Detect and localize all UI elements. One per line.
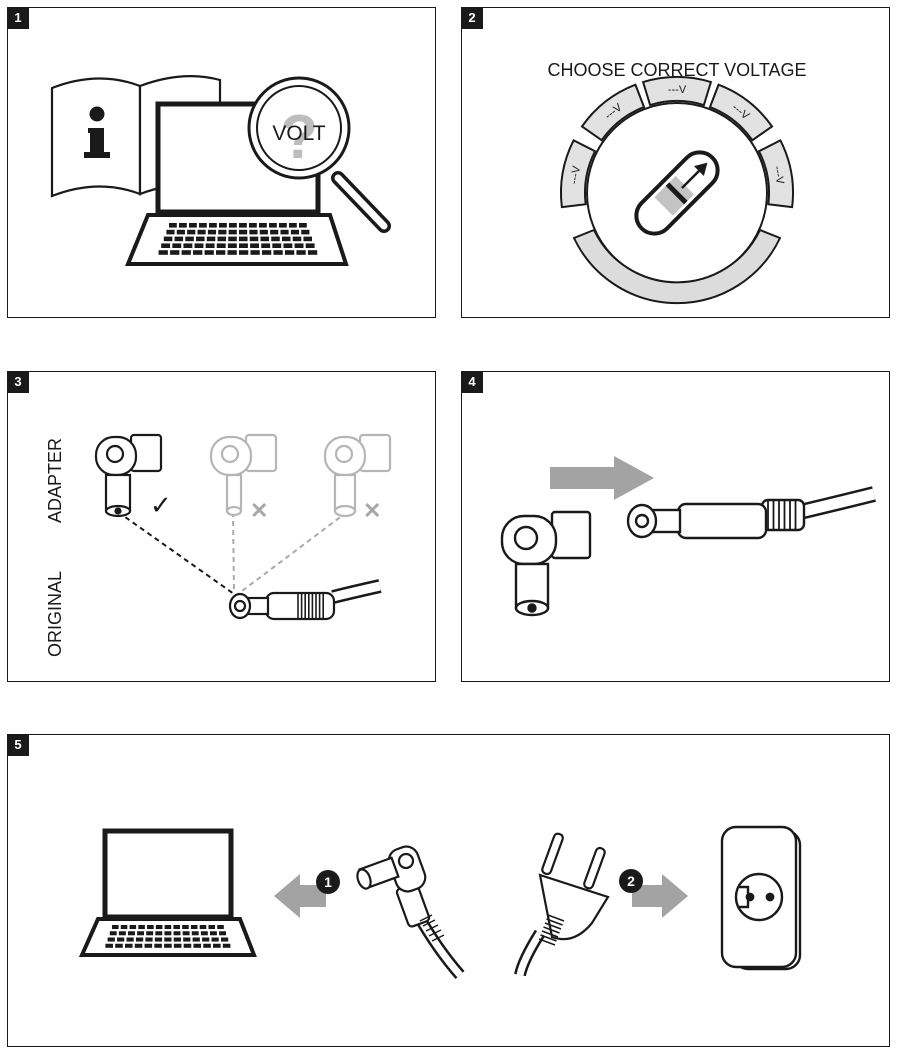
step-3-illustration: ADAPTER ORIGINAL ✓ [45,433,392,657]
step-marker-1 [316,870,340,894]
step-number: 4 [461,371,483,393]
voltage-segment[interactable] [708,83,774,142]
voltage-segment-label: ---V [568,164,583,185]
voltage-title: CHOOSE CORRECT VOLTAGE [547,60,806,80]
svg-text:2: 2 [627,873,635,889]
step-4-illustration [500,456,876,617]
step-marker-2 [619,869,643,893]
info-dot [89,106,105,122]
svg-text:1: 1 [324,874,332,890]
voltage-segment[interactable] [757,138,794,209]
step-4-panel: 4 [461,371,890,682]
step-number: 5 [7,734,29,756]
info-stem [90,128,104,158]
adapter-label: ADAPTER [45,438,65,523]
angled-adapter-icon [356,845,465,979]
cable-plug-icon [626,486,876,540]
arrow-left-icon [274,874,326,918]
insert-arrow-icon [550,456,654,500]
original-label: ORIGINAL [45,571,65,657]
voltage-segment-label: ---V [668,84,687,96]
adapter-tip-correct [94,433,163,518]
voltage-segment[interactable] [560,138,597,209]
step-3-panel: 3 ADAPTER ORIGINAL [7,371,436,682]
step-number: 2 [461,7,483,29]
voltage-segment[interactable] [641,76,713,107]
cross-mark-icon: ✕ [363,498,381,523]
magnifier-text: VOLT [272,122,325,145]
voltage-selector-switch[interactable] [629,145,725,241]
laptop-icon [78,828,257,957]
original-plug-icon [228,579,382,621]
step-1-panel: 1 ? VOLT [7,7,436,318]
cross-mark-icon: ✕ [250,498,268,523]
step-number: 1 [7,7,29,29]
step-5-illustration: 1 2 [78,825,802,979]
check-mark-icon: ✓ [150,490,172,520]
dial-bottom-segment [572,228,782,305]
adapter-tip-wrong-1 [209,433,278,517]
step-5-panel: 5 1 [7,734,890,1047]
magnifier-icon [247,76,391,233]
adapter-tip-wrong-2 [323,433,392,518]
voltage-segment[interactable] [580,83,646,142]
step-1-illustration: ? VOLT [50,75,391,266]
question-mark: ? [280,103,318,172]
mains-plug-icon [514,832,610,977]
step-2-illustration: CHOOSE CORRECT VOLTAGE ---V---V---V---V-… [547,60,807,305]
step-number: 3 [7,371,29,393]
arrow-right-icon [632,874,688,918]
step-2-panel: 2 CHOOSE CORRECT VOLTAGE ---V---V---V---… [461,7,890,318]
adapter-tip-icon [500,510,592,617]
wall-socket-icon [720,825,802,971]
voltage-segment-label: ---V [771,165,786,186]
